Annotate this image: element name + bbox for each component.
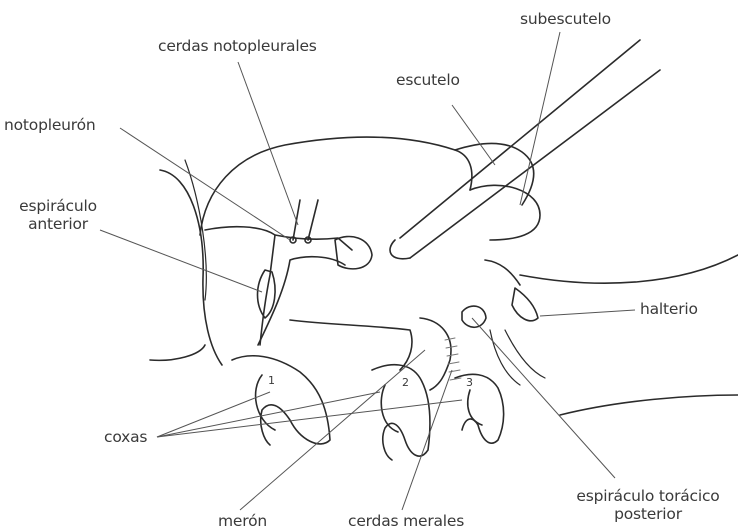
label-notopleuron: notopleurón bbox=[4, 116, 96, 134]
leader-meral-setae bbox=[402, 370, 452, 510]
head-outline bbox=[160, 170, 222, 365]
meron-outline bbox=[420, 318, 451, 390]
neck-outline bbox=[150, 345, 205, 360]
posterior-spiracle bbox=[462, 306, 486, 327]
leader-halter bbox=[540, 310, 635, 316]
wing-stub-upper bbox=[400, 40, 640, 238]
wing-base bbox=[335, 236, 372, 268]
notopleuron-plate bbox=[205, 227, 275, 345]
meral-setae bbox=[445, 338, 461, 380]
label-posterior-spiracle-line-1: espiráculo torácico bbox=[568, 487, 728, 505]
label-anterior-spiracle-line-2: anterior bbox=[8, 215, 108, 233]
halter-knob bbox=[512, 288, 538, 321]
label-halter: halterio bbox=[640, 300, 698, 318]
label-posterior-spiracle-line-2: posterior bbox=[568, 505, 728, 523]
coxa-2 bbox=[372, 365, 430, 460]
halter-stalk bbox=[485, 260, 520, 285]
leader-subscutellum bbox=[520, 32, 560, 205]
abdomen-ventral bbox=[560, 395, 738, 415]
coxa-number-2: 2 bbox=[402, 374, 409, 392]
notopleural-setae-drawn bbox=[293, 200, 318, 240]
wing-stub-lower bbox=[410, 70, 660, 258]
coxa-1 bbox=[232, 356, 330, 445]
label-subscutellum: subescutelo bbox=[520, 10, 611, 28]
label-notopleural-setae: cerdas notopleurales bbox=[158, 37, 317, 55]
scutum-outline bbox=[200, 137, 472, 235]
leader-scutellum bbox=[452, 105, 495, 165]
leg-posterior-2 bbox=[505, 330, 545, 378]
label-anterior-spiracle: espiráculo anterior bbox=[8, 197, 108, 233]
label-meral-setae: cerdas merales bbox=[348, 512, 464, 530]
label-posterior-thoracic-spiracle: espiráculo torácico posterior bbox=[568, 487, 728, 523]
label-meron: merón bbox=[218, 512, 267, 530]
subscutellum-outline bbox=[470, 185, 540, 240]
sternopleuron bbox=[290, 320, 412, 370]
leader-notopleuron bbox=[120, 128, 290, 240]
coxa-number-3: 3 bbox=[466, 374, 473, 392]
label-coxae: coxas bbox=[104, 428, 147, 446]
abdomen-dorsal bbox=[520, 255, 738, 283]
label-scutellum: escutelo bbox=[396, 71, 460, 89]
label-anterior-spiracle-line-1: espiráculo bbox=[8, 197, 108, 215]
coxa-3 bbox=[455, 374, 504, 443]
leg-posterior bbox=[490, 330, 520, 385]
wing-stub-cap bbox=[390, 240, 410, 259]
leader-anterior-spiracle bbox=[100, 230, 262, 292]
leader-posterior-spiracle bbox=[472, 318, 615, 478]
coxa-number-1: 1 bbox=[268, 372, 275, 390]
